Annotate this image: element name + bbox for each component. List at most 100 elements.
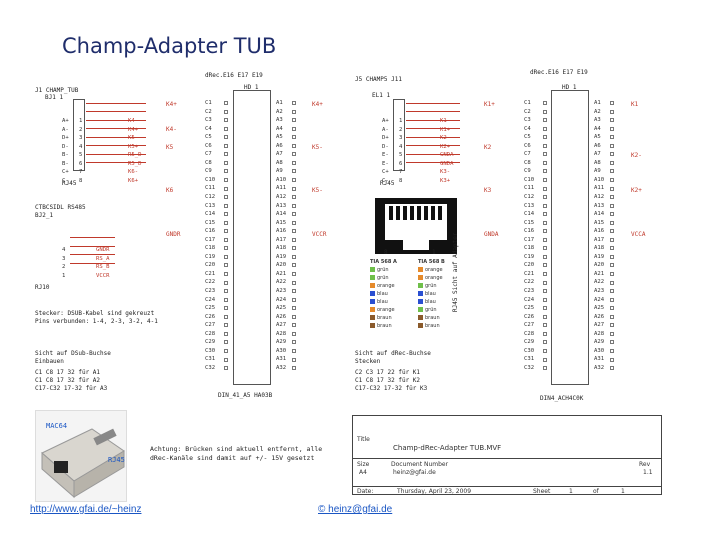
signal-label: K5+ [128,143,139,150]
connector-pin-label: A3 [276,117,283,124]
mid-signal: K1+ [484,101,495,108]
footer-copyright: © heinz@gfai.de [318,504,393,515]
pin-square [610,135,614,140]
page-title: Champ-Adapter TUB [62,34,277,58]
connector-pin-label: A5 [276,134,283,141]
mid-signal: K2 [484,144,492,151]
connector-pin-label: A10 [594,176,605,183]
connector-pin-label: C20 [205,262,216,269]
wire-swatch-a7 [370,323,375,328]
tia-a-title: TIA 568 A [370,259,397,265]
tb-rev-value: 1.1 [643,469,653,476]
pin-label: C- [382,177,389,184]
pin-square [543,323,547,328]
wire-entry: orange [418,274,445,282]
connector-pin-label: A4 [276,125,283,132]
connector-pin-label: C27 [524,322,535,329]
pin-square [610,203,614,208]
signal-label: K5- [128,135,139,142]
connector-pin-label: A16 [276,228,287,235]
connector-pin-label: C19 [205,253,216,260]
wire-entry: braun [418,314,445,322]
wire-swatch-b1 [418,275,423,280]
signal-label: K4+ [128,126,139,133]
pin-square [224,323,228,328]
pin-label: C+ [382,169,389,176]
wire [86,145,146,146]
rj45-side-label: RJ45 Sicht auf Adapter [452,232,459,312]
pin-label: A- [382,126,389,133]
connector-pin-label: C9 [205,168,212,175]
wire-swatch-a2 [370,283,375,288]
pin-square [543,289,547,294]
wire-entry: grün [370,266,397,274]
right-rj45-label: RJ45 [380,180,395,187]
connector-pin-label: A12 [276,194,287,201]
connector-pin-label: C2 [205,108,212,115]
right-rj-header: EL1 1 [372,92,391,99]
connector-pin-label: A14 [276,211,287,218]
connector-pin-label: C22 [205,279,216,286]
pin-square [224,195,228,200]
pin-square [292,186,296,191]
pin-square [610,331,614,336]
connector-pin-label: A18 [276,245,287,252]
pin-number: 4 [79,143,83,150]
connector-pin-label: C25 [205,305,216,312]
connector-pin-label: C7 [524,151,531,158]
signal-label: K2- [440,135,451,142]
note-line: Stecker: DSUB-Kabel sind gekreuzt [35,310,155,317]
connector-pin-label: A28 [276,330,287,337]
wire-entry: orange [370,306,397,314]
wire [406,120,460,121]
tb-of-value: 1 [621,488,625,495]
pin-square [292,246,296,251]
connector-pin-label: A3 [594,117,601,124]
connector-pin-label: A26 [594,313,605,320]
connector-pin-label: C7 [205,151,212,158]
pin-number: 7 [79,169,83,176]
connector-pin-label: A19 [276,253,287,260]
tia-b-title: TIA 568 B [418,259,445,265]
pin-square [224,331,228,336]
pin-square [610,109,614,114]
connector-pin-label: A12 [594,194,605,201]
right-pinlist-header: dRec.E16 E17 E19 [530,69,588,76]
pin-square [224,101,228,105]
right-hd-label: HD_1 [562,84,577,91]
pin-square [292,109,296,114]
pin-square [292,160,296,165]
signal-label: GNDA [440,152,454,159]
connector-pin-label: A26 [276,313,287,320]
wire-swatch-a0 [370,267,375,272]
pin-square [610,289,614,294]
pin-square [610,118,614,123]
pin-square [610,263,614,268]
pin-square [292,297,296,302]
wire [86,162,146,163]
gnda-label: GNDA [484,231,499,238]
connector-pin-label: A9 [276,168,283,175]
pin-square [292,263,296,268]
view-note: C2 C3 17 22 für K1 [355,369,421,376]
connector-pin-label: A8 [276,159,283,166]
k-signal: K2+ [631,187,642,194]
pin-square [610,186,614,191]
pin-square [224,357,228,362]
wire [86,103,146,104]
wire [86,154,146,155]
view-note: C17-C32 17-32 für A3 [35,385,108,392]
wire-entry: grün [418,306,445,314]
pin-label: A+ [62,118,69,125]
wire [86,128,146,129]
connector-pin-label: A18 [594,245,605,252]
right-conn-header: J5 CHAMP5 J11 [355,76,402,83]
connector-pin-label: A21 [276,270,287,277]
pin-square [224,272,228,276]
mid-signal: K6 [166,187,174,194]
connector-pin-label: A28 [594,330,605,337]
connector-pin-label: C28 [524,330,535,337]
view-note: C1 C8 17 32 für A1 [35,369,101,376]
footer-url-link[interactable]: http://www.gfai.de/~heinz [30,504,142,515]
left-rj45-block [73,99,85,171]
